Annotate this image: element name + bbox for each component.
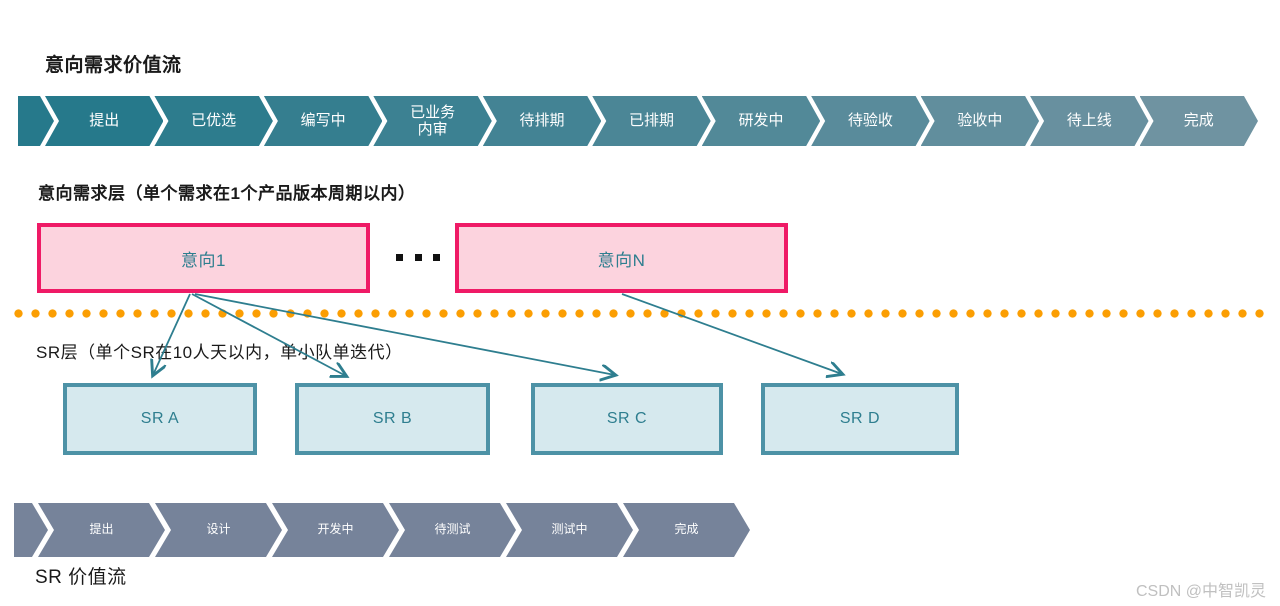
stage-chevron: 编写中 — [264, 96, 382, 146]
arrow-intentN-to-sr-d — [621, 293, 842, 374]
sr-value-stream: 提出 设计 开发中 待测试 测试中 完成 — [14, 503, 750, 557]
stage-chevron: 完成 — [623, 503, 750, 557]
stage-chevron: 开发中 — [272, 503, 399, 557]
stage-chevron: 完成 — [1140, 96, 1258, 146]
ellipsis-dot — [396, 254, 403, 261]
sr-box-c: SR C — [531, 383, 723, 455]
stage-chevron: 设计 — [155, 503, 282, 557]
stage-chevron: 待验收 — [811, 96, 929, 146]
intent-box-1: 意向1 — [37, 223, 370, 293]
sr-box-d: SR D — [761, 383, 959, 455]
stage-chevron: 待排期 — [483, 96, 601, 146]
sr-box-a: SR A — [63, 383, 257, 455]
intent-stream-title: 意向需求价值流 — [45, 55, 182, 76]
sr-stream-title: SR 价值流 — [35, 567, 127, 588]
stage-chevron: 提出 — [45, 96, 163, 146]
layer-divider-dotted-line — [14, 309, 1266, 318]
ellipsis-dot — [433, 254, 440, 261]
sr-layer-label: SR层（单个SR在10人天以内，单小队单迭代） — [36, 343, 403, 362]
stage-chevron: 验收中 — [921, 96, 1039, 146]
stage-chevron: 已优选 — [154, 96, 272, 146]
stage-chevron: 待上线 — [1030, 96, 1148, 146]
stage-chevron: 提出 — [38, 503, 165, 557]
watermark: CSDN @中智凯灵 — [1135, 583, 1266, 600]
arrow-intent1-to-sr-b — [191, 293, 346, 376]
intent-value-stream: 提出 已优选 编写中 已业务 内审 待排期 已排期 研发中 待验收 验收中 待上… — [18, 96, 1258, 146]
stage-chevron: 待测试 — [389, 503, 516, 557]
intent-layer-label: 意向需求层（单个需求在1个产品版本周期以内） — [38, 184, 416, 203]
stage-chevron: 已排期 — [592, 96, 710, 146]
stage-chevron: 测试中 — [506, 503, 633, 557]
ellipsis-icon — [396, 254, 440, 261]
intent-box-n: 意向N — [455, 223, 788, 293]
stage-chevron: 已业务 内审 — [373, 96, 491, 146]
ellipsis-dot — [414, 254, 422, 261]
stage-chevron: 研发中 — [702, 96, 820, 146]
chevron-start-cap — [18, 96, 54, 146]
sr-box-b: SR B — [295, 383, 490, 455]
